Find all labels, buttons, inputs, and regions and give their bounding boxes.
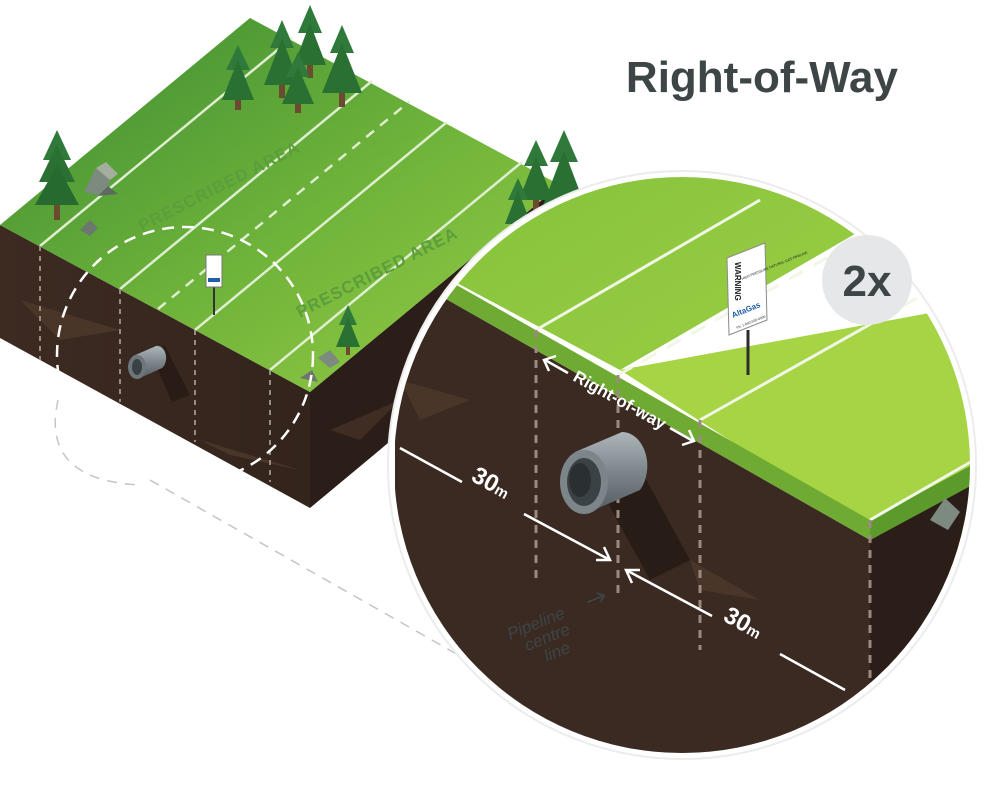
tree-icon (294, 5, 326, 78)
small-warning-sign-icon (205, 254, 223, 315)
zoom-indicator (54, 225, 521, 691)
depth-lines (39, 246, 271, 482)
grass-zoom (395, 177, 970, 370)
pipe-icon (560, 431, 648, 514)
tree-icon (519, 140, 553, 210)
zoom-badge: 2x (822, 235, 912, 325)
centre-line-arrow-icon (587, 592, 606, 604)
tree-icon (322, 25, 362, 107)
soil-streak (330, 400, 400, 440)
tree-icon (336, 305, 360, 355)
tree-icon (35, 130, 79, 220)
soil-streak (20, 300, 120, 340)
tree-icon (222, 45, 254, 110)
sign-warning-text: WARNING (733, 262, 742, 301)
tree-icon (282, 52, 314, 113)
pipe-small-icon (128, 345, 190, 402)
zoom-detail-circle: WARNING HIGH PRESSURE NATURAL GAS PIPELI… (387, 170, 977, 760)
soil-streak (200, 440, 300, 470)
zoom-badge-label: 2x (843, 257, 892, 306)
page-title: Right-of-Way (626, 53, 899, 102)
rocks-icon (80, 162, 340, 382)
grass-top (0, 18, 560, 392)
zoom-circle-border (387, 170, 977, 760)
